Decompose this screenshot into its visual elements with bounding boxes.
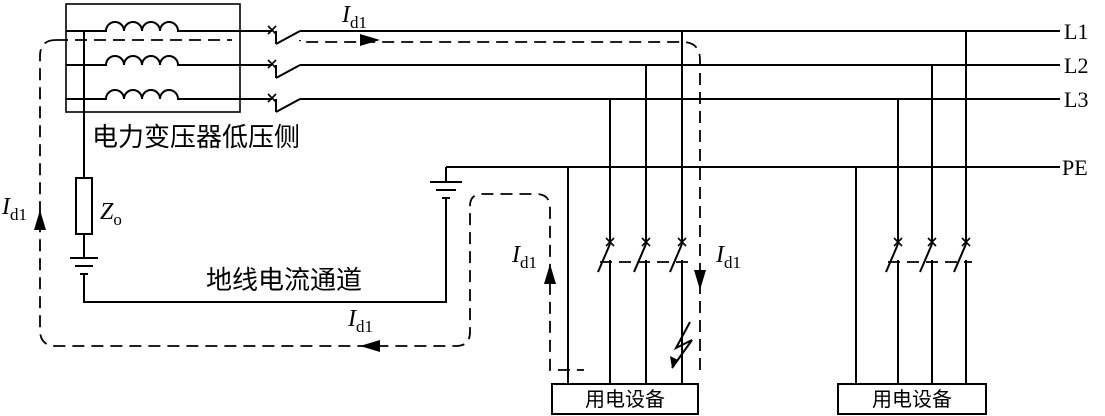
bus-label-l1: L1 — [1064, 19, 1088, 44]
fault-current-loop — [39, 39, 701, 371]
switch-blade — [633, 243, 647, 273]
arrow-left — [34, 210, 46, 230]
equipment-ground-symbol — [430, 167, 462, 199]
equipment-box-2 — [837, 383, 987, 415]
bus-label-pe: PE — [1062, 155, 1088, 180]
fault-current-label-left: Id1 — [1, 194, 27, 224]
switch-blade — [669, 243, 683, 273]
earth-current-path — [83, 198, 447, 303]
breaker-x-mark — [267, 25, 277, 35]
main-circuit-breaker — [240, 25, 301, 113]
bus-label-l2: L2 — [1064, 53, 1088, 78]
impedance-resistor — [75, 177, 93, 235]
neutral-impedance: Zo — [75, 177, 122, 258]
breaker-blade — [275, 98, 301, 113]
equipment-branch-1: 用电设备 — [551, 31, 699, 415]
transformer-enclosure — [65, 3, 241, 113]
earth-path-label: 地线电流通道 — [206, 266, 362, 296]
transformer-coils — [66, 21, 240, 100]
equipment-label-1: 用电设备 — [585, 387, 665, 411]
fault-current-label-bottom: Id1 — [347, 306, 373, 336]
impedance-label: Zo — [100, 199, 122, 229]
breaker-x-mark — [267, 59, 277, 69]
transformer-low-voltage-side — [65, 3, 241, 178]
arrow-equipment-down — [694, 270, 706, 290]
breaker-x-mark — [267, 93, 277, 103]
bus-conductors — [300, 30, 1060, 168]
equipment-box-1 — [551, 383, 699, 415]
fault-current-label-equipment-left: Id1 — [511, 242, 537, 272]
arrow-equipment-up — [544, 264, 556, 284]
breaker-blade — [275, 64, 301, 79]
coil-phase-1 — [66, 21, 240, 32]
transformer-label: 电力变压器低压侧 — [92, 123, 300, 153]
switch-blade — [919, 243, 933, 273]
fault-lightning — [671, 321, 693, 369]
fault-current-label-equipment-right: Id1 — [715, 242, 741, 272]
switch-blade — [953, 243, 967, 273]
breaker-blade — [275, 30, 301, 45]
coil-phase-2 — [66, 55, 240, 66]
switch-blade — [597, 243, 611, 273]
transformer-ground-symbol — [70, 257, 98, 275]
equipment-label-2: 用电设备 — [872, 387, 952, 411]
arrow-bottom — [360, 340, 380, 352]
equipment-branch-2: 用电设备 — [837, 31, 987, 415]
coil-phase-3 — [66, 89, 240, 100]
bus-label-l3: L3 — [1064, 87, 1088, 112]
fault-current-label-top: Id1 — [341, 2, 367, 32]
switch-blade — [885, 243, 899, 273]
arrow-top — [360, 34, 380, 46]
